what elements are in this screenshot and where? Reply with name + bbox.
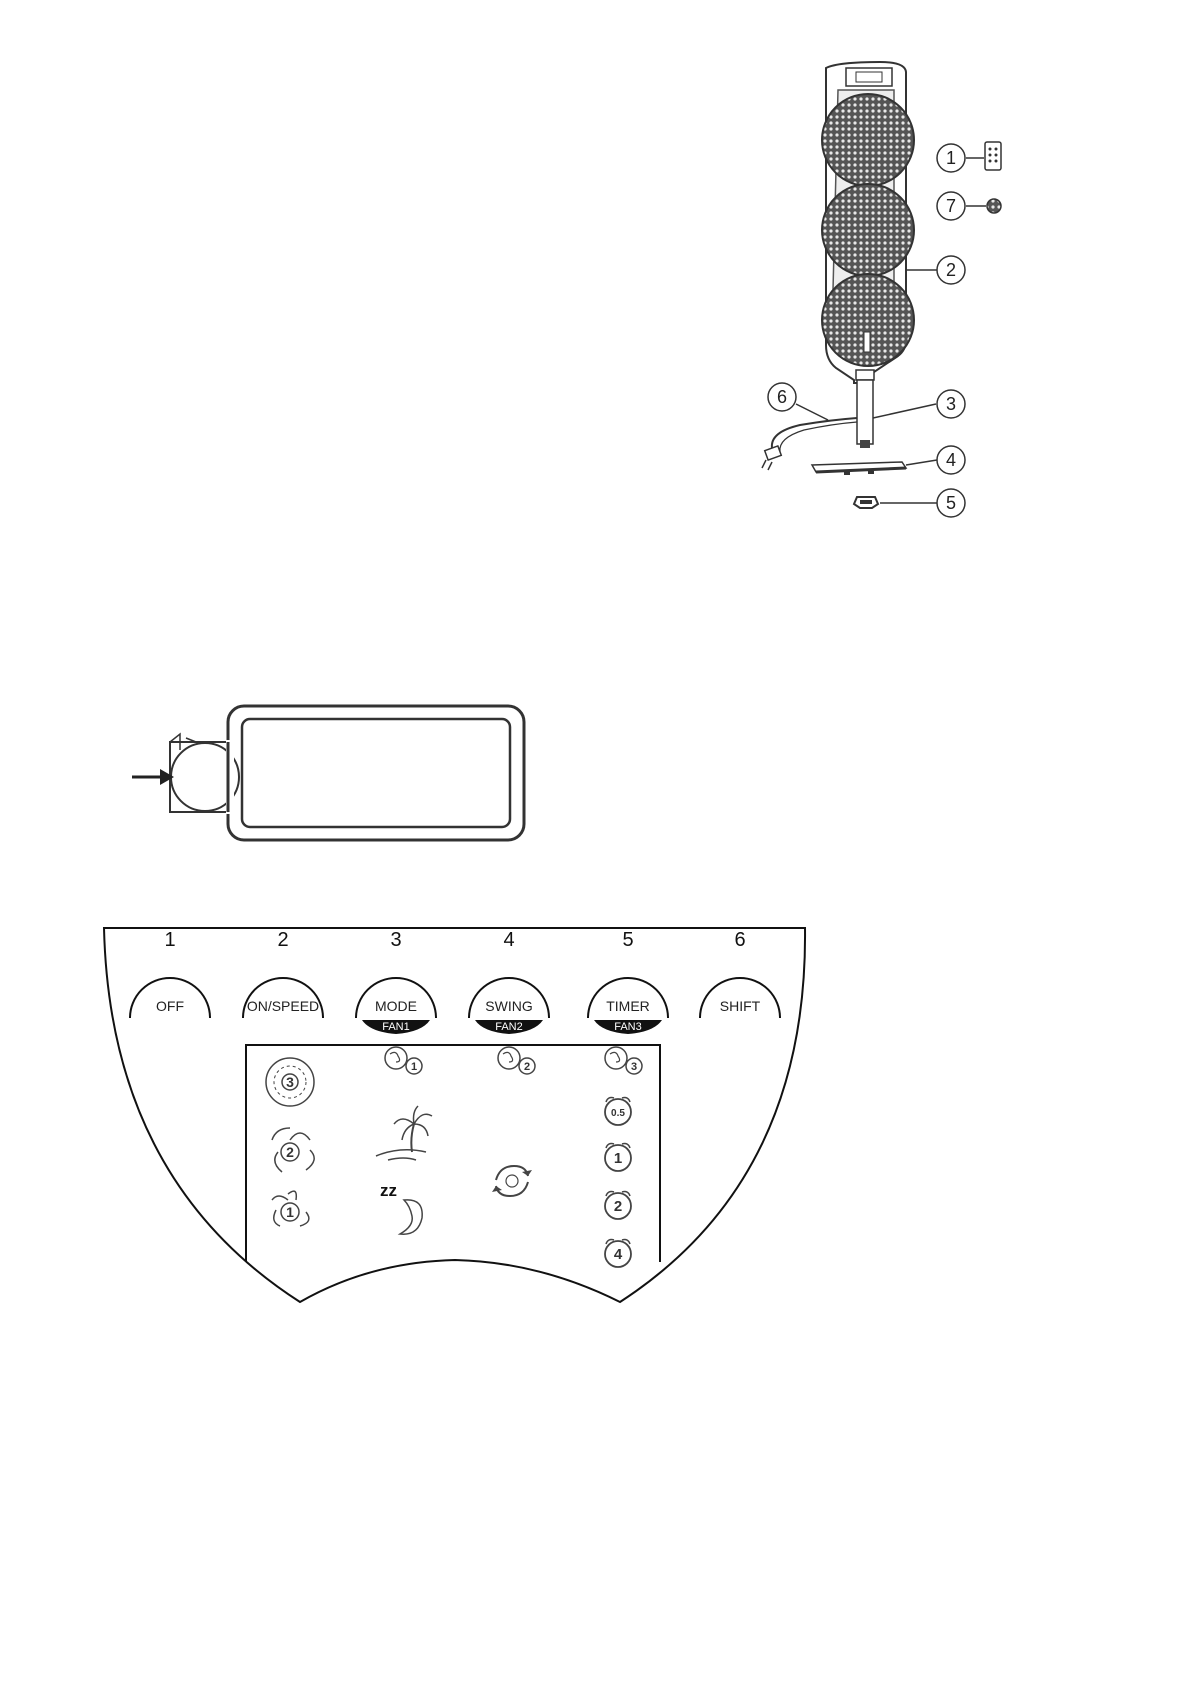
- speed-2-number: 2: [286, 1144, 294, 1160]
- button-number: 2: [277, 929, 288, 951]
- button-label: SWING: [485, 998, 532, 1014]
- button-label: ON/SPEED: [247, 998, 319, 1014]
- insert-arrow-icon: [132, 769, 174, 785]
- callout-1: 1: [937, 144, 984, 172]
- fan-1-number: 1: [411, 1061, 417, 1073]
- callout-5: 5: [880, 489, 965, 517]
- button-label: MODE: [375, 998, 417, 1014]
- timer-2-label: 2: [614, 1198, 622, 1215]
- timer-1-label: 1: [614, 1150, 622, 1167]
- callout-2-number: 2: [946, 260, 956, 280]
- indicator-speed-3: 3: [266, 1058, 314, 1106]
- button-number: 5: [622, 929, 633, 951]
- fan-top-display: [856, 72, 882, 82]
- button-number: 1: [164, 929, 175, 951]
- timer-0.5-icon: 0.5: [605, 1098, 631, 1126]
- tower-fan-diagram: [762, 62, 1001, 508]
- callout-3-number: 3: [946, 394, 956, 414]
- callout-7-number: 7: [946, 196, 956, 216]
- base-fixing: [854, 497, 878, 508]
- timer-1-icon: 1: [605, 1144, 631, 1172]
- fan-label: FAN2: [495, 1021, 523, 1033]
- button-number: 4: [503, 929, 514, 951]
- fan-pole: [857, 380, 873, 444]
- callout-6: 6: [768, 383, 828, 420]
- fan-pole-collar: [856, 370, 874, 380]
- button-label: TIMER: [606, 998, 650, 1014]
- fan-label: FAN3: [614, 1021, 642, 1033]
- plug-icon: [762, 446, 781, 470]
- callout-4: 4: [906, 446, 965, 474]
- fan-3-number: 3: [631, 1061, 637, 1073]
- sleep-z-text: zz: [380, 1181, 397, 1200]
- remote-back-inner: [242, 719, 510, 827]
- control-panel-outline: [104, 928, 805, 1302]
- base-plate: [812, 462, 906, 475]
- callout-4-number: 4: [946, 450, 956, 470]
- callout-3: 3: [873, 390, 965, 418]
- remote-icon: [985, 142, 1001, 170]
- button-number: 3: [390, 929, 401, 951]
- button-label: OFF: [156, 998, 184, 1014]
- callout-5-number: 5: [946, 493, 956, 513]
- speed-3-number: 3: [286, 1074, 294, 1090]
- fan-2-number: 2: [524, 1061, 530, 1073]
- fan-pole-foot: [860, 440, 870, 448]
- small-round-part-icon: [987, 199, 1001, 213]
- timer-4-icon: 4: [605, 1240, 631, 1268]
- fan-slot: [864, 332, 870, 352]
- callout-1-number: 1: [946, 148, 956, 168]
- button-number: 6: [734, 929, 745, 951]
- fan-grille-middle: [822, 184, 914, 276]
- callout-2: 2: [906, 256, 965, 284]
- fan-grille-top: [822, 94, 914, 186]
- fan-label: FAN1: [382, 1021, 410, 1033]
- remote-battery-diagram: [132, 706, 524, 840]
- button-label: SHIFT: [720, 998, 761, 1014]
- timer-4-label: 4: [614, 1246, 623, 1263]
- control-panel-diagram: [104, 928, 805, 1302]
- callout-6-number: 6: [777, 387, 787, 407]
- timer-0.5-label: 0.5: [611, 1108, 625, 1119]
- speed-1-number: 1: [286, 1204, 294, 1220]
- callout-7: 7: [937, 192, 986, 220]
- timer-2-icon: 2: [605, 1192, 631, 1220]
